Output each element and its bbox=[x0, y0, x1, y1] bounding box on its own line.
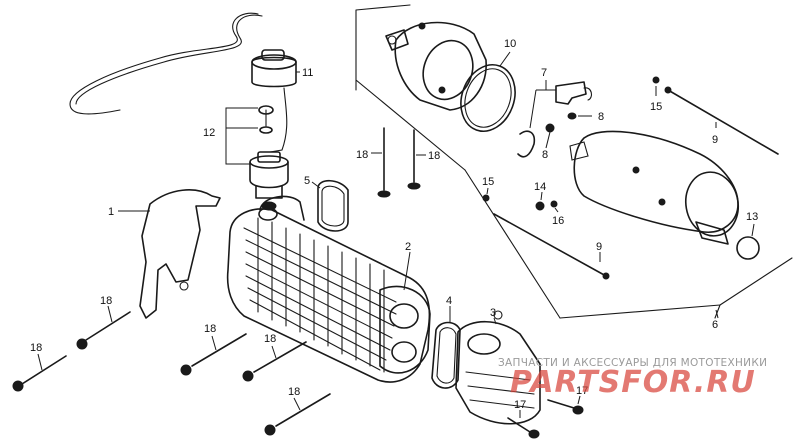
part-18-bolts bbox=[12, 127, 421, 436]
part-8-brush-top bbox=[567, 112, 577, 120]
callout-18-g: 18 bbox=[288, 386, 300, 398]
watermark-tagline: ЗАПЧАСТИ И АКСЕССУАРЫ ДЛЯ МОТОТЕХНИКИ bbox=[498, 357, 767, 369]
part-14-nut bbox=[535, 201, 545, 211]
starter-motor bbox=[569, 130, 740, 245]
callout-18-a: 18 bbox=[356, 149, 368, 161]
part-7-brush-set bbox=[517, 81, 593, 158]
part-16-washer bbox=[550, 200, 558, 208]
callout-17-left: 17 bbox=[514, 399, 526, 411]
callout-18-f: 18 bbox=[30, 342, 42, 354]
callout-2: 2 bbox=[405, 241, 411, 253]
callout-labels: 1 2 3 4 5 6 7 8 8 9 9 10 11 12 13 14 15 … bbox=[30, 38, 758, 411]
part-5-gasket-inner bbox=[321, 185, 345, 227]
part-1-cover bbox=[139, 189, 221, 319]
part-9-bolt-bottom-head bbox=[602, 272, 610, 280]
callout-7: 7 bbox=[541, 67, 547, 79]
part-17-bolts bbox=[507, 399, 584, 439]
part-10-o-ring-inner bbox=[464, 68, 512, 128]
part-1-mount-hole bbox=[179, 281, 189, 291]
callout-8-bottom: 8 bbox=[542, 149, 548, 161]
callout-18-c: 18 bbox=[100, 295, 112, 307]
callout-9-bottom: 9 bbox=[596, 241, 602, 253]
callout-13: 13 bbox=[746, 211, 758, 223]
watermark-logo: PARTSFOR.RU bbox=[510, 365, 756, 400]
leader-lines bbox=[37, 51, 755, 418]
callout-18-e: 18 bbox=[264, 333, 276, 345]
part-4-gasket-inner bbox=[436, 327, 457, 384]
starter-front-housing bbox=[385, 21, 487, 111]
part-8-brush-bottom bbox=[545, 123, 555, 133]
callout-9-top: 9 bbox=[712, 134, 718, 146]
part-9-bolt-top-head bbox=[664, 86, 672, 94]
callout-4: 4 bbox=[446, 295, 452, 307]
starter-assembly-bracket-lower bbox=[464, 169, 561, 319]
callout-17-right: 17 bbox=[576, 385, 588, 397]
callout-5: 5 bbox=[304, 175, 310, 187]
callout-18-b: 18 bbox=[428, 150, 440, 162]
part-5-gasket bbox=[317, 179, 349, 232]
part-9-bolt-top bbox=[667, 89, 779, 155]
starter-assembly-bracket bbox=[355, 4, 793, 319]
callout-10: 10 bbox=[504, 38, 516, 50]
callout-15-bottom: 15 bbox=[482, 176, 494, 188]
part-3-end-cover bbox=[455, 310, 541, 425]
part-15-washer-bottom bbox=[482, 194, 490, 202]
callout-1: 1 bbox=[108, 206, 114, 218]
part-11-pulser-with-wire bbox=[69, 12, 297, 153]
part-15-washer-top bbox=[652, 76, 660, 84]
bracket-line-bottom bbox=[714, 304, 721, 319]
part-4-gasket bbox=[431, 321, 461, 389]
callout-3: 3 bbox=[490, 307, 496, 319]
callout-16: 16 bbox=[552, 215, 564, 227]
callout-12: 12 bbox=[203, 127, 215, 139]
part-2-housing bbox=[226, 195, 431, 383]
part-12-sensor bbox=[249, 105, 289, 211]
callout-15-top: 15 bbox=[650, 101, 662, 113]
callout-8-top: 8 bbox=[598, 111, 604, 123]
part-13-o-ring bbox=[736, 236, 760, 260]
part-9-bolt-bottom bbox=[493, 213, 607, 277]
callout-11: 11 bbox=[302, 67, 313, 79]
callout-6: 6 bbox=[712, 319, 718, 331]
callout-18-d: 18 bbox=[204, 323, 216, 335]
callout-14: 14 bbox=[534, 181, 546, 193]
